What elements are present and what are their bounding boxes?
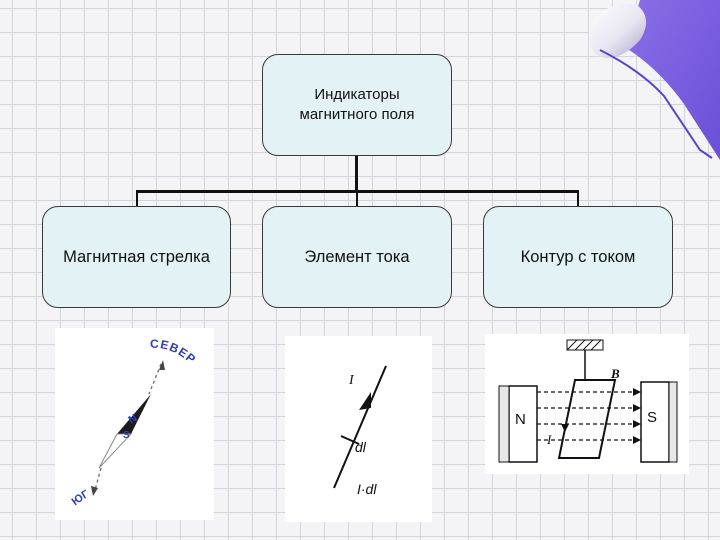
connector-middle-drop <box>356 190 358 206</box>
loop-n-pole-label: N <box>515 411 526 428</box>
root-title-line1: Индикаторы <box>314 86 400 103</box>
root-title-line2: магнитного поля <box>299 106 415 123</box>
node-magnetic-needle: Магнитная стрелка <box>42 206 231 308</box>
loop-current-label: I <box>546 432 552 447</box>
current-element-i-label: I <box>348 373 355 388</box>
loop-s-pole-label: S <box>647 409 657 426</box>
compass-north-label: СЕВЕР <box>150 337 199 367</box>
compass-needle-image: СЕВЕР ЮГ N S <box>55 328 214 520</box>
current-element-dl-label: dl <box>355 439 367 455</box>
node-magnetic-needle-label: Магнитная стрелка <box>63 247 210 266</box>
node-current-element: Элемент тока <box>262 206 452 308</box>
node-current-loop: Контур с током <box>483 206 673 308</box>
node-current-loop-label: Контур с током <box>520 247 636 266</box>
current-element-product-label: I·dl <box>357 481 377 497</box>
current-loop-image: N S B I <box>485 334 689 474</box>
connector-root-stem <box>355 156 358 190</box>
compass-south-label: ЮГ <box>70 488 92 508</box>
loop-field-label: B <box>610 366 620 381</box>
root-node: Индикаторы магнитного поля <box>262 54 452 156</box>
compass-s-mark: S <box>123 430 130 441</box>
node-current-element-label: Элемент тока <box>304 247 410 266</box>
connector-right-drop <box>577 190 579 206</box>
connector-left-drop <box>136 190 138 206</box>
current-element-image: I dl I·dl <box>285 336 432 522</box>
